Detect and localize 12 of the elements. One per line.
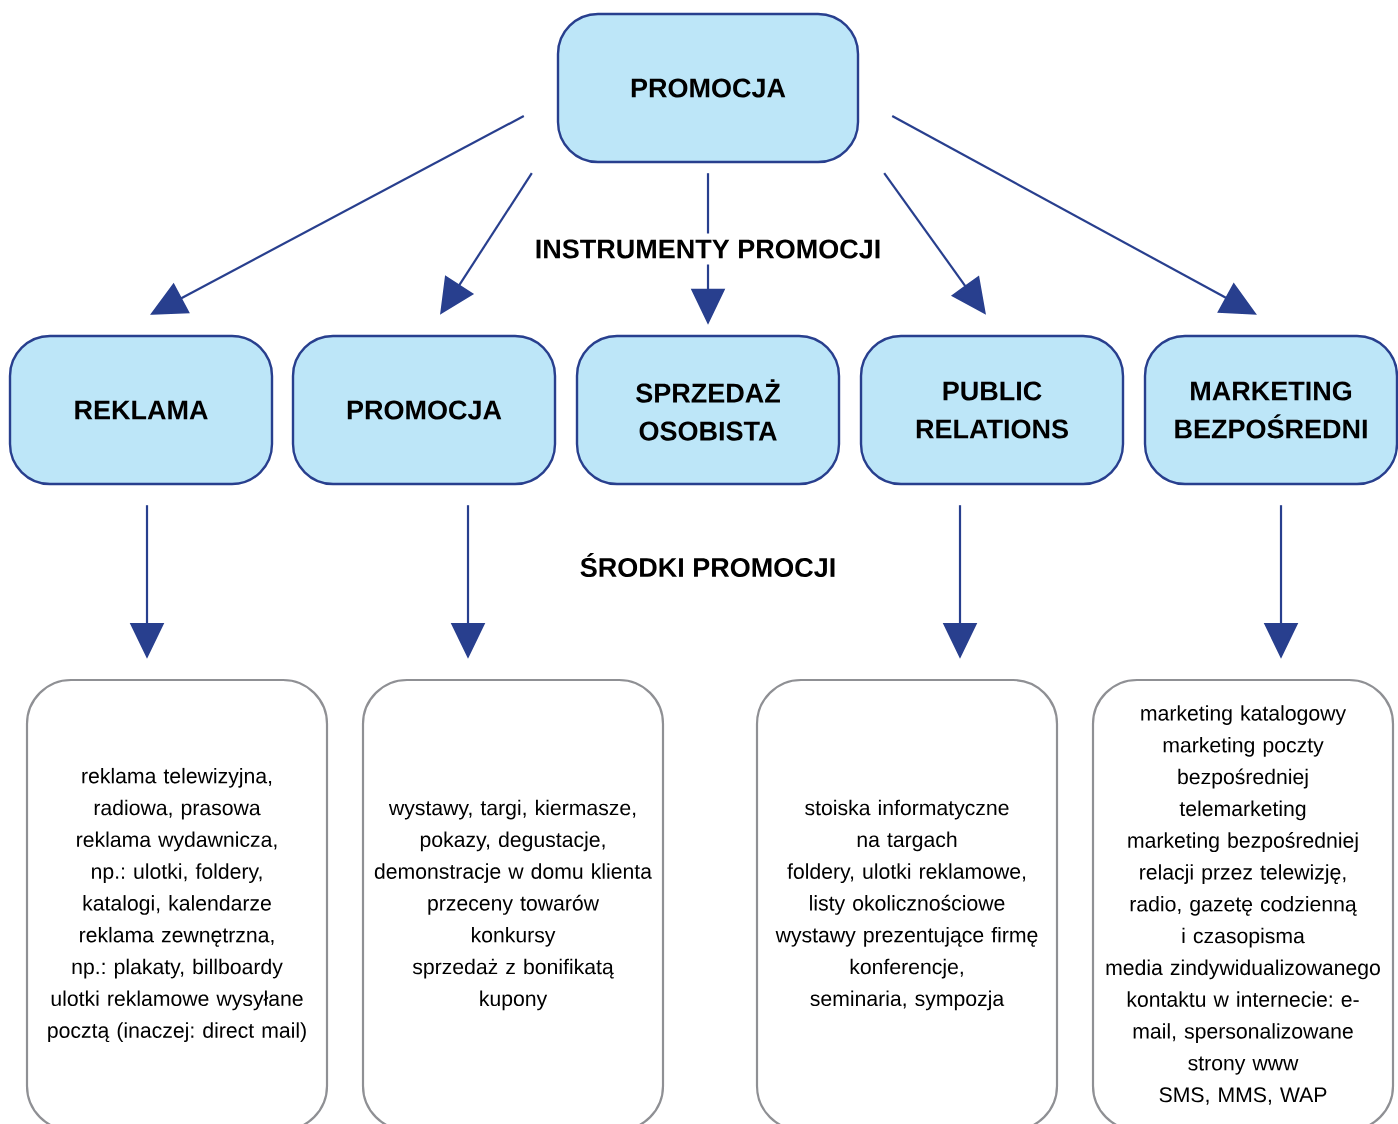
process-box: REKLAMA: [8, 334, 274, 486]
text-box: wystawy, targi, kiermasze, pokazy, degustacje, demonstracje w domu klienta przeceny towarów konkursy sprzedaż z bonifikatą kupony: [361, 678, 665, 1124]
process-box: PROMOCJA: [556, 12, 860, 164]
text-box: stoiska informatyczne na targach foldery, ulotki reklamowe, listy okolicznościowe wystawy prezentujące firmę konferencje, seminaria, sympozja: [755, 678, 1059, 1124]
text-box: marketing katalogowy marketing poczty bezpośredniej telemarketing marketing bezpośredniej relacji przez telewizję, radio, gazetę codzienną i czasopisma media zindywidualizowanego kontaktu w internecie: e-mail, spersonalizowane strony www SMS, MMS, WAP: [1091, 678, 1395, 1124]
process-box: PROMOCJA: [291, 334, 557, 486]
process-box: SPRZEDAŻ OSOBISTA: [575, 334, 841, 486]
process-box: MARKETING BEZPOŚREDNI: [1143, 334, 1398, 486]
edge-label: INSTRUMENTY PROMOCJI: [528, 233, 888, 265]
section-label: ŚRODKI PROMOCJI: [580, 552, 835, 578]
text-box: reklama telewizyjna, radiowa, prasowa reklama wydawnicza, np.: ulotki, foldery, katalogi, kalendarze reklama zewnętrzna, np.: plakaty, billboardy ulotki reklamowe wysyłane pocztą (inaczej: direct mail): [25, 678, 329, 1124]
process-box: PUBLIC RELATIONS: [859, 334, 1125, 486]
